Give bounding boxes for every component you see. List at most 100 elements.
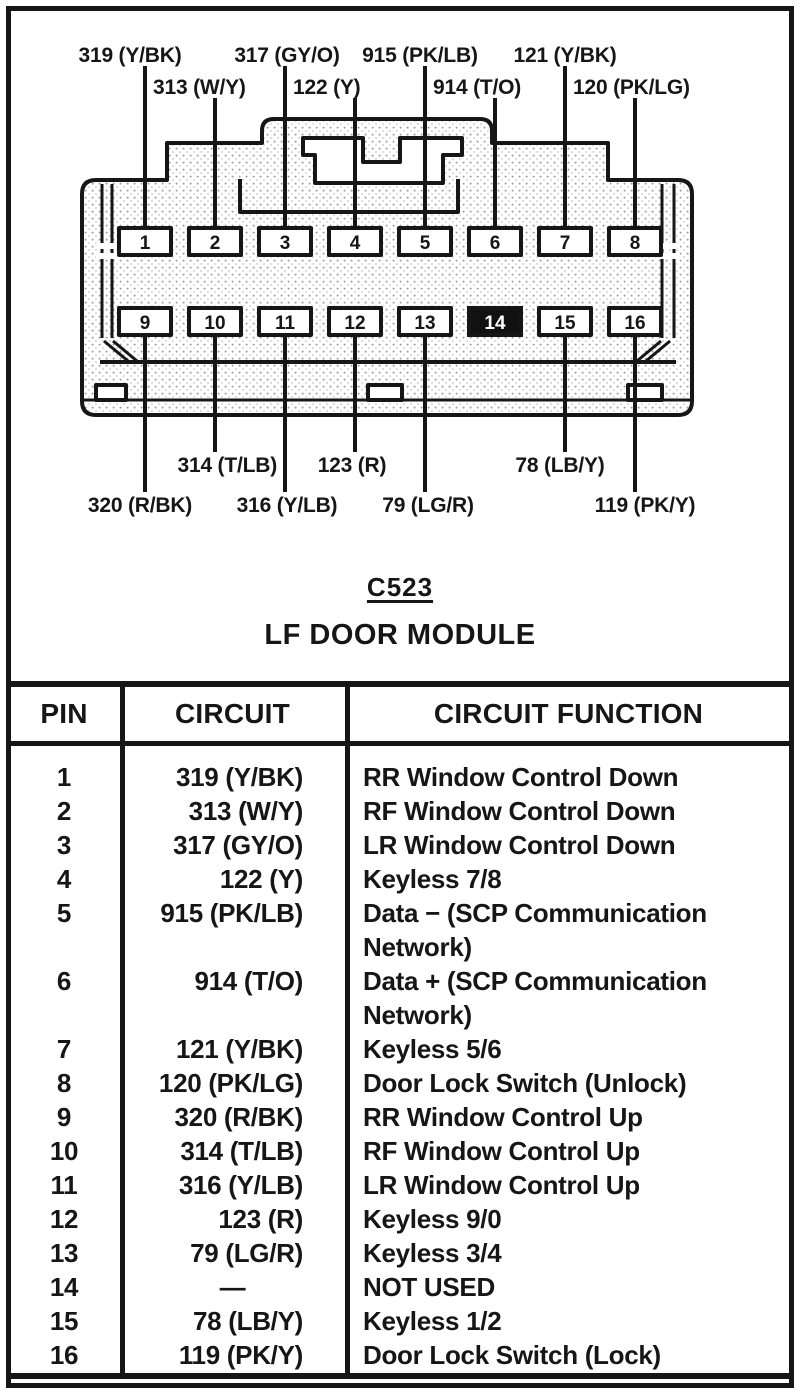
table-divider [345, 687, 350, 1373]
pin-box [467, 306, 523, 337]
function-cell: Door Lock Switch (Unlock) [363, 1068, 687, 1098]
pin-box [607, 306, 663, 337]
index-bump [94, 383, 128, 402]
function-cell: Door Lock Switch (Lock) [363, 1340, 661, 1370]
function-cell: RR Window Control Up [363, 1102, 643, 1132]
circuit-cell: 319 (Y/BK) [175, 762, 303, 792]
wire-label: 915 (PK/LB) [362, 44, 478, 67]
connector-body [80, 117, 694, 417]
pin-box [327, 306, 383, 337]
pin-cell: 3 [56, 830, 72, 860]
function-cell: NOT USED [363, 1272, 495, 1302]
wire-label: 320 (R/BK) [88, 494, 192, 517]
pin-box [397, 226, 453, 257]
circuit-cell: 320 (R/BK) [174, 1102, 304, 1132]
pin-box [537, 226, 593, 257]
circuit-cell: 313 (W/Y) [188, 796, 304, 826]
pin-cell: 13 [49, 1238, 79, 1268]
pin-cell: 8 [56, 1068, 72, 1098]
pin-box [397, 306, 453, 337]
pin-number: 13 [414, 313, 435, 334]
table-body: 1 319 (Y/BK) RR Window Control Down 2 313 (W… [8, 746, 792, 1372]
pin-box [117, 306, 173, 337]
circuit-cell: 915 (PK/LB) [160, 898, 303, 928]
pin-cell: 1 [56, 762, 72, 792]
wire-label: 121 (Y/BK) [513, 44, 616, 67]
circuit-cell: — [219, 1272, 246, 1302]
wire-label: 123 (R) [318, 454, 387, 477]
circuit-cell: 120 (PK/LG) [158, 1068, 303, 1098]
function-cell: Keyless 5/6 [363, 1034, 502, 1064]
pin-number: 9 [140, 313, 151, 334]
pin-number: 4 [350, 233, 361, 254]
function-cell: LR Window Control Up [363, 1170, 640, 1200]
circuit-cell: 123 (R) [218, 1204, 303, 1234]
pinout-table: PIN CIRCUIT CIRCUIT FUNCTION 1 319 (Y/BK)… [8, 681, 792, 1379]
pin-number: 3 [280, 233, 291, 254]
col-header-pin: PIN [40, 698, 88, 729]
wire-label: 120 (PK/LG) [573, 76, 690, 99]
circuit-cell: 914 (T/O) [194, 966, 303, 996]
connector-name: LF DOOR MODULE [264, 619, 536, 651]
pin-box [117, 226, 173, 257]
pin-number: 8 [630, 233, 641, 254]
connector-keyway [301, 136, 464, 185]
pin-cell: 5 [56, 898, 72, 928]
index-bump [366, 383, 404, 402]
wire-label: 79 (LG/R) [382, 494, 474, 517]
connector-id: C523 [366, 572, 434, 602]
pin-number: 12 [344, 313, 365, 334]
wire-label: 316 (Y/LB) [237, 494, 338, 517]
pin-cell: 7 [56, 1034, 72, 1064]
pin-number: 14 [484, 313, 506, 334]
wire-label: 78 (LB/Y) [515, 454, 604, 477]
pin-cell: 16 [49, 1340, 79, 1370]
function-cell: Keyless 7/8 [363, 864, 502, 894]
pin-box [257, 226, 313, 257]
pin-number: 15 [554, 313, 576, 334]
circuit-cell: 119 (PK/Y) [178, 1340, 303, 1370]
pin-box [467, 226, 523, 257]
pin-cell: 4 [56, 864, 72, 894]
circuit-cell: 121 (Y/BK) [175, 1034, 303, 1064]
wire-label: 914 (T/O) [433, 76, 521, 99]
left-corner-hatch [103, 339, 138, 363]
function-cell: RR Window Control Down [363, 762, 679, 792]
pin-cell: 2 [56, 796, 72, 826]
table-header-row: PIN CIRCUIT CIRCUIT FUNCTION [8, 687, 792, 746]
pin-number: 6 [490, 233, 501, 254]
function-cell: Data − (SCP Communication Network) [363, 898, 707, 962]
pin-box [327, 226, 383, 257]
function-cell: Keyless 3/4 [363, 1238, 502, 1268]
pin-number: 11 [275, 313, 296, 334]
wire-label: 319 (Y/BK) [78, 44, 181, 67]
pin-cell: 6 [56, 966, 72, 996]
wire-label: 119 (PK/Y) [595, 494, 696, 517]
pin-cell: 9 [56, 1102, 72, 1132]
pin-box [537, 306, 593, 337]
circuit-cell: 79 (LG/R) [190, 1238, 303, 1268]
title-block: C523 LF DOOR MODULE [0, 572, 800, 652]
circuit-cell: 317 (GY/O) [173, 830, 303, 860]
wire-label: 122 (Y) [293, 76, 360, 99]
pin-number: 1 [140, 233, 151, 254]
col-header-circuit-function: CIRCUIT FUNCTION [433, 698, 704, 729]
wire-label: 313 (W/Y) [153, 76, 246, 99]
leader-lines [143, 66, 637, 492]
table-divider [120, 687, 125, 1373]
pin-number: 5 [420, 233, 431, 254]
function-cell: RF Window Control Up [363, 1136, 640, 1166]
function-cell: LR Window Control Down [363, 830, 676, 860]
function-cell: RF Window Control Down [363, 796, 676, 826]
circuit-cell: 314 (T/LB) [180, 1136, 303, 1166]
function-cell: Data + (SCP Communication Network) [363, 966, 707, 1030]
pin-number: 2 [210, 233, 221, 254]
pin-cell: 10 [49, 1136, 79, 1166]
function-cell: Keyless 9/0 [363, 1204, 502, 1234]
col-header-circuit: CIRCUIT [175, 698, 290, 729]
circuit-cell: 122 (Y) [219, 864, 303, 894]
pin-box [607, 226, 663, 257]
